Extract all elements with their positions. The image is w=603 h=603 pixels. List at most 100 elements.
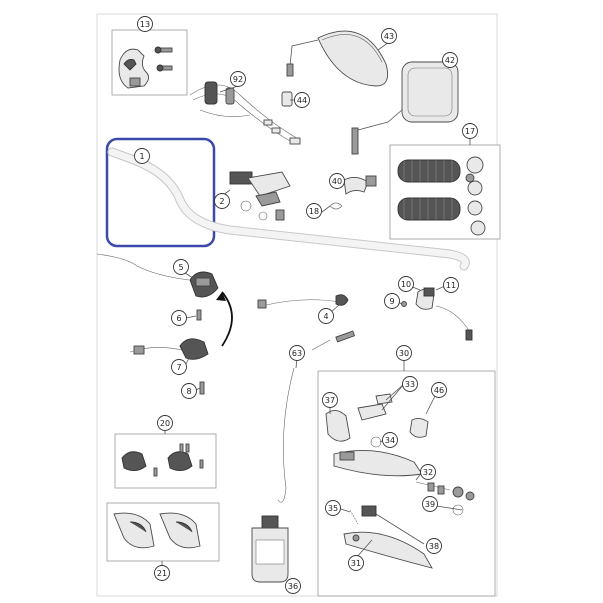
callout-17: 17 bbox=[462, 123, 478, 139]
clamp-46 bbox=[409, 417, 429, 438]
cable-63 bbox=[277, 367, 295, 503]
callout-label: 38 bbox=[429, 542, 439, 551]
callout-39: 39 bbox=[422, 496, 438, 512]
callout-8: 8 bbox=[181, 383, 197, 399]
guard-left bbox=[113, 512, 155, 549]
callout-label: 5 bbox=[178, 263, 183, 272]
part-17-grip-set[interactable] bbox=[389, 144, 501, 240]
kit-screws bbox=[153, 443, 204, 477]
callout-label: 13 bbox=[140, 20, 150, 29]
callout-7: 7 bbox=[171, 359, 187, 375]
kit-switch-right bbox=[167, 451, 193, 471]
cable-63-fitting bbox=[335, 330, 356, 343]
part-7-switch-alt[interactable] bbox=[129, 338, 209, 360]
reservoir-37 bbox=[325, 410, 351, 442]
callout-13: 13 bbox=[137, 16, 153, 32]
callout-11: 11 bbox=[443, 277, 459, 293]
callout-label: 21 bbox=[157, 569, 167, 578]
screw-6 bbox=[196, 309, 202, 321]
part-20-switch-kit[interactable] bbox=[114, 433, 217, 489]
callout-6: 6 bbox=[171, 310, 187, 326]
callout-label: 1 bbox=[139, 152, 144, 161]
cable-ends bbox=[263, 119, 301, 145]
mirror-inner bbox=[407, 67, 453, 117]
part-43-mirror[interactable] bbox=[286, 30, 389, 87]
arrow-curve bbox=[221, 291, 233, 347]
cap-plate-33 bbox=[357, 403, 387, 421]
part-6-screw[interactable] bbox=[196, 309, 202, 321]
grip-right bbox=[397, 197, 461, 221]
switch-10-knob bbox=[423, 287, 435, 297]
callout-43: 43 bbox=[381, 28, 397, 44]
callout-92: 92 bbox=[230, 71, 246, 87]
screw-9 bbox=[401, 301, 407, 307]
callout-33: 33 bbox=[402, 376, 418, 392]
callout-label: 7 bbox=[176, 363, 181, 372]
oring-34 bbox=[370, 436, 382, 448]
part-1-handlebar[interactable] bbox=[105, 137, 470, 271]
screw-pair bbox=[154, 46, 173, 72]
guard-right-edge bbox=[175, 521, 193, 533]
part-9-screw[interactable] bbox=[401, 301, 407, 307]
callout-label: 43 bbox=[384, 32, 394, 41]
part-36-fluid-bottle[interactable] bbox=[251, 515, 289, 583]
part-21-hand-guards[interactable] bbox=[106, 502, 220, 562]
guard-left-edge bbox=[129, 521, 147, 533]
callout-44: 44 bbox=[294, 92, 310, 108]
callout-label: 46 bbox=[434, 386, 444, 395]
callout-31: 31 bbox=[348, 555, 364, 571]
clamp-bolt bbox=[275, 209, 285, 221]
part-10-switch[interactable] bbox=[415, 287, 435, 310]
part-2-bar-clamp[interactable] bbox=[229, 171, 291, 221]
cable-4-switch bbox=[335, 294, 349, 306]
arrow-head bbox=[216, 292, 226, 301]
clamp-body bbox=[118, 48, 149, 89]
callout-30: 30 bbox=[396, 345, 412, 361]
part-92-throttle-cable[interactable] bbox=[189, 81, 301, 145]
callout-label: 6 bbox=[176, 314, 181, 323]
page-frame bbox=[96, 13, 498, 597]
callout-18: 18 bbox=[306, 203, 322, 219]
callout-label: 33 bbox=[405, 380, 415, 389]
clamp-40-body bbox=[343, 177, 369, 195]
grip-cams bbox=[465, 156, 486, 236]
callout-label: 17 bbox=[465, 127, 475, 136]
mirror-mount bbox=[286, 63, 294, 77]
part-63-clutch-cable[interactable] bbox=[277, 330, 356, 503]
callout-5: 5 bbox=[173, 259, 189, 275]
callout-63: 63 bbox=[289, 345, 305, 361]
nut-body bbox=[281, 91, 293, 107]
part-5-switch[interactable] bbox=[96, 253, 219, 298]
callout-label: 31 bbox=[351, 559, 361, 568]
cable-63-top bbox=[311, 339, 331, 351]
clamp-base bbox=[255, 191, 281, 207]
callout-label: 8 bbox=[186, 387, 191, 396]
callout-10: 10 bbox=[398, 276, 414, 292]
part-4-cable[interactable] bbox=[257, 294, 349, 309]
callout-42: 42 bbox=[442, 52, 458, 68]
clip-ring bbox=[329, 202, 343, 210]
part-42-mirror[interactable] bbox=[351, 61, 459, 155]
part-8-screw[interactable] bbox=[199, 381, 205, 395]
part-40-clamp[interactable] bbox=[343, 175, 377, 195]
mirror-head bbox=[401, 61, 459, 123]
clamp-block bbox=[247, 171, 291, 197]
piston-parts-32 bbox=[427, 482, 475, 501]
clamp-40-screw bbox=[365, 175, 377, 187]
part-44-nut[interactable] bbox=[281, 91, 293, 107]
kit-switch-left bbox=[121, 451, 147, 471]
callout-35: 35 bbox=[325, 500, 341, 516]
callout-label: 36 bbox=[288, 582, 298, 591]
part-11-cable[interactable] bbox=[435, 305, 473, 341]
circlip-39 bbox=[452, 504, 464, 516]
clamp-detail bbox=[123, 59, 137, 71]
cable-4-end bbox=[257, 299, 267, 309]
callout-21: 21 bbox=[154, 565, 170, 581]
callout-34: 34 bbox=[382, 432, 398, 448]
part-18-clip[interactable] bbox=[329, 202, 343, 210]
mount-arrow bbox=[216, 291, 233, 347]
grip-left bbox=[397, 159, 461, 183]
part-13-clamp-assembly[interactable] bbox=[111, 29, 188, 96]
part-30-clutch-master[interactable] bbox=[317, 370, 496, 597]
